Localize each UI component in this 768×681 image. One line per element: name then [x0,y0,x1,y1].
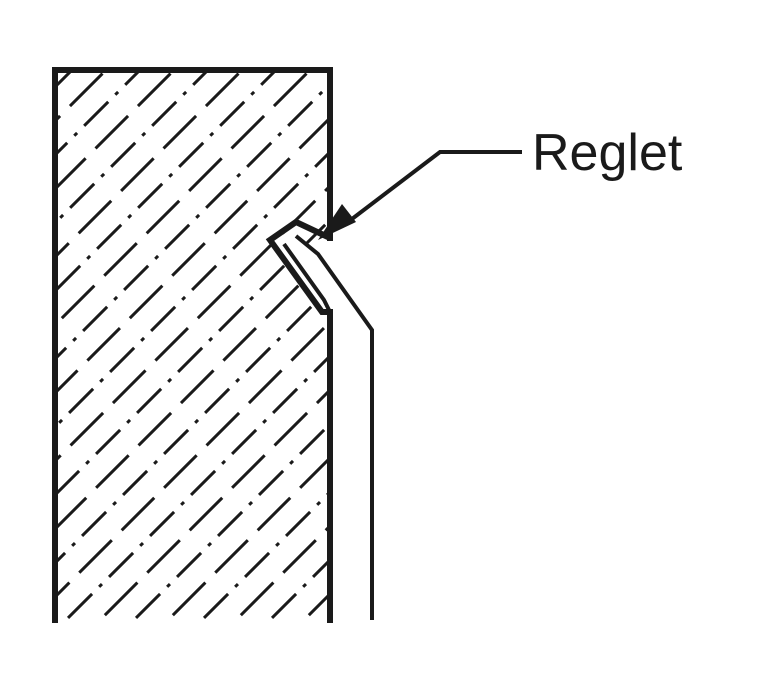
leader-line [346,150,522,224]
hatch-line [55,70,330,620]
hatch-line-dash-dot [55,70,330,620]
hatch-line [55,70,330,620]
hatch-line [55,70,330,620]
hatch-line [290,70,330,620]
hatch-line [55,70,330,620]
reglet-flashing [265,218,332,315]
hatch-line [86,70,330,620]
reglet-leader [318,150,522,240]
hatch-line [222,70,330,620]
reglet-groove [265,218,332,315]
flashing-line-outer [294,234,374,620]
hatch-line-dash-dot [120,70,330,620]
wall-outline [52,67,333,623]
arrowhead-icon [318,204,356,240]
hatch-line [55,70,330,620]
flashing-line-inner [282,242,332,313]
hatch-line-dash-dot [55,70,330,620]
counter-flashing [282,234,374,620]
hatch-line-dash-dot [55,70,330,620]
hatch-line [55,70,330,620]
hatch-line-dash-dot [256,70,330,620]
hatch-line [154,70,330,620]
reglet-label: Reglet [532,124,683,182]
hatch-line-dash-dot [55,70,330,620]
